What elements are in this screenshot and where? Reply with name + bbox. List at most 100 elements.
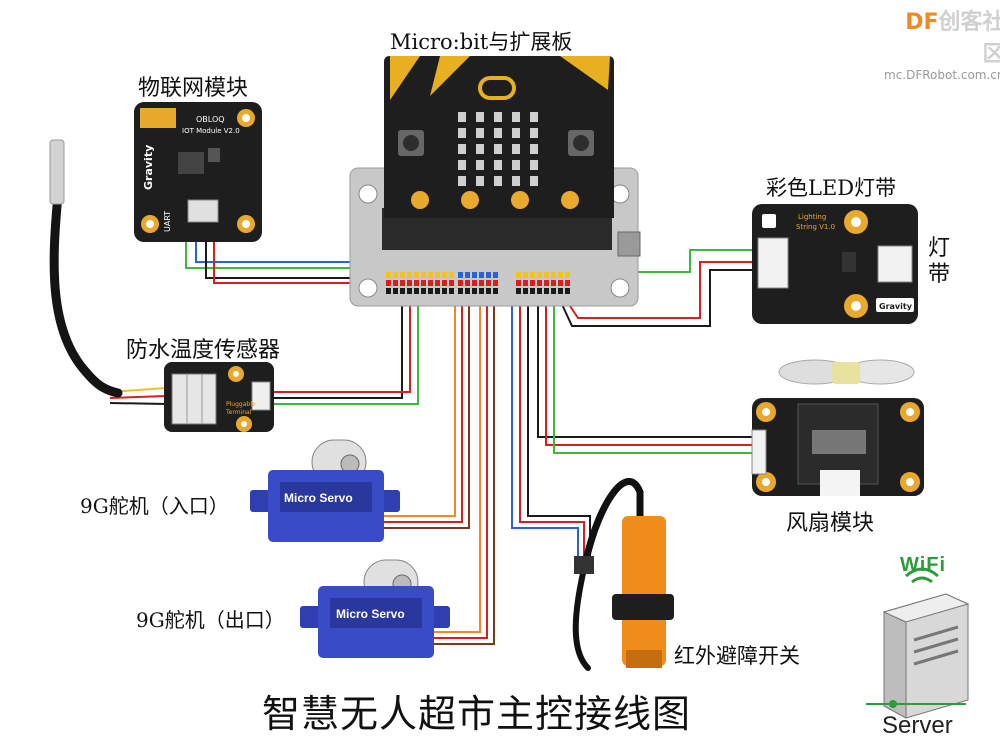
- header-pin: [386, 288, 391, 294]
- temp-line1-text: Pluggable: [226, 401, 256, 408]
- matrix-led: [512, 128, 520, 138]
- label-ir-switch: 红外避障开关: [674, 644, 800, 668]
- header-pin: [558, 288, 563, 294]
- wire-led-red: [565, 261, 758, 319]
- header-pin: [551, 288, 556, 294]
- header-pin: [435, 288, 440, 294]
- label-led: 彩色LED灯带: [766, 176, 897, 200]
- wire-fan-green: [553, 300, 760, 454]
- matrix-led: [494, 128, 502, 138]
- header-pin: [565, 272, 570, 278]
- label-led-side: 灯带: [928, 236, 951, 287]
- header-pin: [400, 280, 405, 286]
- header-pin: [472, 288, 477, 294]
- header-pin: [486, 272, 491, 278]
- header-pin: [421, 272, 426, 278]
- header-pin: [530, 272, 535, 278]
- matrix-led: [530, 112, 538, 122]
- header-pin: [414, 280, 419, 286]
- header-pin: [479, 288, 484, 294]
- led-line1-text: Lighting: [798, 213, 826, 221]
- header-pin: [386, 272, 391, 278]
- header-pin: [400, 272, 405, 278]
- header-pin: [465, 288, 470, 294]
- matrix-led: [530, 128, 538, 138]
- servo-in-text: Micro Servo: [284, 491, 353, 505]
- label-temp-sensor: 防水温度传感器: [126, 338, 281, 363]
- header-pin: [472, 280, 477, 286]
- header-pin: [428, 288, 433, 294]
- header-pin: [551, 280, 556, 286]
- matrix-led: [530, 176, 538, 186]
- temp-probe-cable: [49, 139, 123, 398]
- brand-logo-text: DF创客社区: [905, 10, 1000, 67]
- header-pin: [551, 272, 556, 278]
- matrix-led: [476, 128, 484, 138]
- header-pin: [544, 280, 549, 286]
- header-pin: [530, 280, 535, 286]
- wire-temp-red: [272, 300, 411, 393]
- wire-ir-red: [519, 300, 585, 560]
- header-pin: [442, 272, 447, 278]
- servo-out-text: Micro Servo: [336, 607, 405, 621]
- matrix-led: [512, 160, 520, 170]
- header-pin: [565, 288, 570, 294]
- header-pin: [458, 288, 463, 294]
- header-pin: [565, 280, 570, 286]
- header-pin: [465, 280, 470, 286]
- header-pin: [523, 280, 528, 286]
- brand-url[interactable]: mc.DFRobot.com.cn: [884, 68, 1000, 82]
- servo-in: Micro Servo: [250, 439, 400, 542]
- matrix-led: [512, 176, 520, 186]
- matrix-led: [458, 160, 466, 170]
- wire-temp-black: [272, 300, 403, 399]
- wifi-label: WiFi: [900, 554, 947, 576]
- matrix-led: [512, 112, 520, 122]
- header-pin: [435, 272, 440, 278]
- microbit-board: [384, 56, 614, 218]
- header-pin: [537, 280, 542, 286]
- wire-fan-black: [537, 300, 760, 438]
- server-label: Server: [882, 712, 953, 739]
- header-pin: [558, 272, 563, 278]
- header-pin: [400, 288, 405, 294]
- header-pin: [449, 280, 454, 286]
- header-pin: [486, 288, 491, 294]
- matrix-led: [476, 112, 484, 122]
- header-pin: [479, 280, 484, 286]
- matrix-led: [476, 160, 484, 170]
- iot-module: Gravity OBLOQ IOT Module V2.0 UART: [134, 102, 262, 242]
- header-pin: [386, 280, 391, 286]
- header-pin: [544, 272, 549, 278]
- header-pin: [458, 280, 463, 286]
- header-pin: [393, 288, 398, 294]
- wire-servoin-orange: [380, 300, 456, 517]
- iot-port-text: UART: [163, 211, 172, 232]
- wire-led-black: [559, 269, 758, 327]
- header-pin: [516, 280, 521, 286]
- header-pin: [479, 272, 484, 278]
- matrix-led: [494, 144, 502, 154]
- header-pin: [428, 272, 433, 278]
- server-icon: [866, 567, 970, 719]
- label-iot: 物联网模块: [138, 76, 249, 101]
- iot-line2-text: IOT Module V2.0: [182, 127, 240, 135]
- matrix-led: [458, 112, 466, 122]
- header-pin: [442, 280, 447, 286]
- header-pin: [486, 280, 491, 286]
- header-pin: [493, 280, 498, 286]
- matrix-led: [530, 144, 538, 154]
- label-fan: 风扇模块: [786, 511, 875, 536]
- label-microbit: Micro:bit与扩展板: [390, 30, 573, 54]
- header-pin: [537, 272, 542, 278]
- header-pin: [516, 288, 521, 294]
- header-pin: [493, 272, 498, 278]
- header-pin: [393, 280, 398, 286]
- header-pin: [449, 272, 454, 278]
- header-pin: [393, 272, 398, 278]
- header-pin: [435, 280, 440, 286]
- iot-brand-text: Gravity: [142, 145, 155, 190]
- wire-ir-blue: [511, 300, 579, 560]
- brand-logo[interactable]: DF创客社区 mc.DFRobot.com.cn: [884, 4, 1000, 82]
